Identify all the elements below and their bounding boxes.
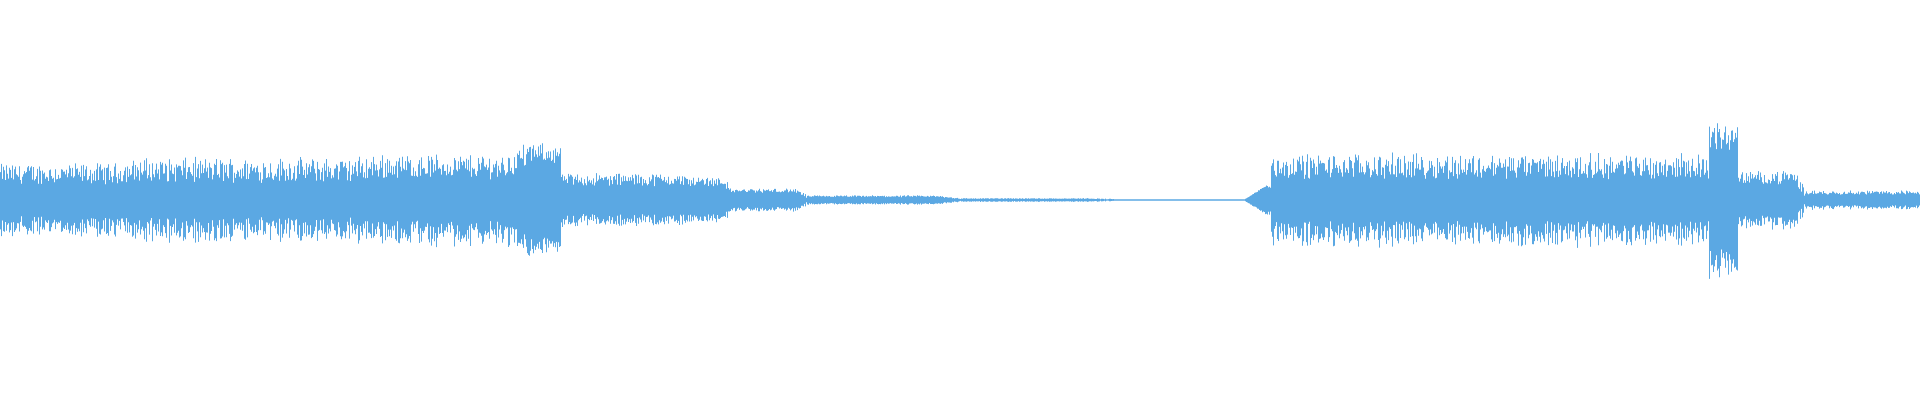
audio-waveform-view[interactable]: [0, 0, 1920, 400]
audio-waveform[interactable]: [0, 0, 1920, 400]
